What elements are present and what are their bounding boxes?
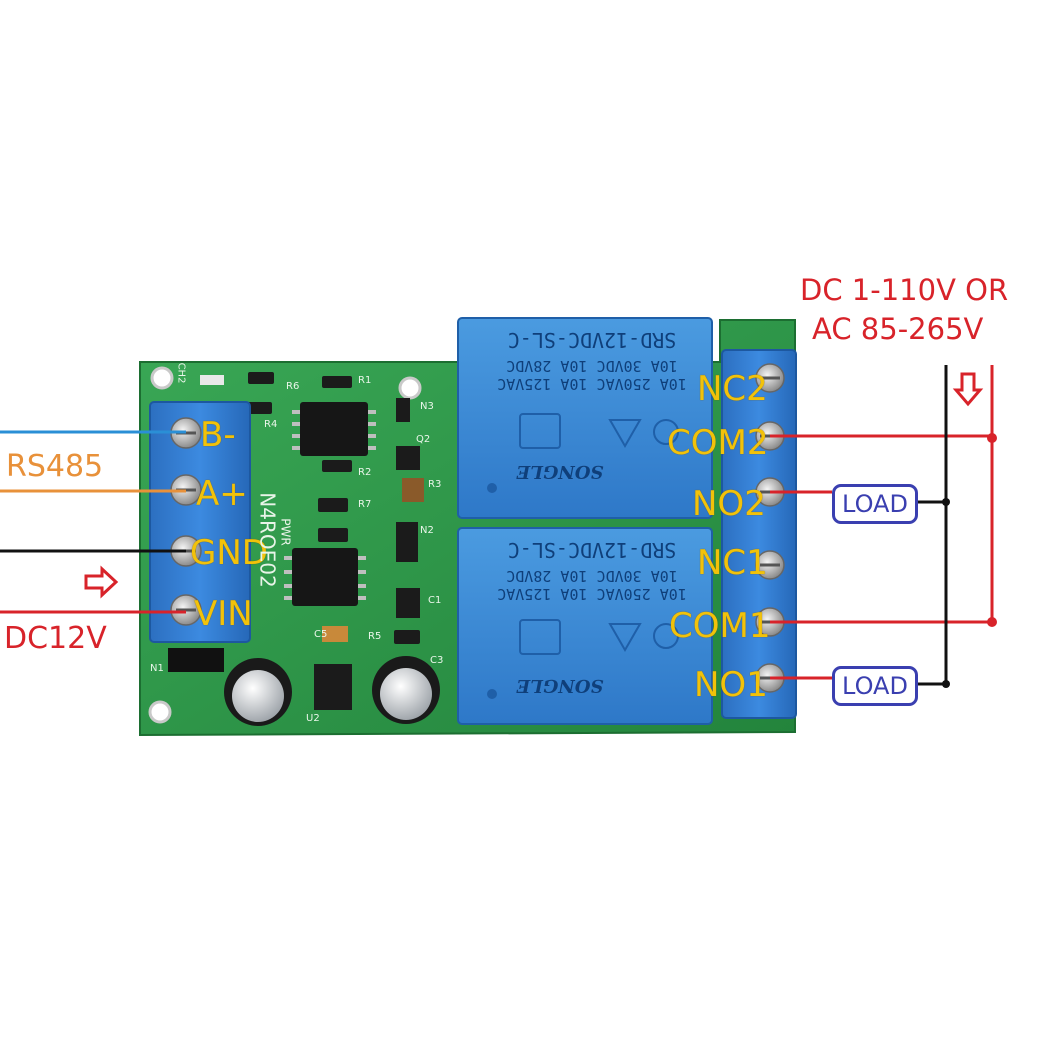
relay-2-rating-a: 10A 250VAC 10A 125VAC	[497, 375, 687, 393]
silk-c1: C1	[428, 595, 442, 606]
silk-r5: R5	[368, 631, 382, 642]
silk-r2: R2	[358, 467, 372, 478]
load-box-2: LOAD	[832, 484, 918, 524]
supply-label-line2: AC 85-265V	[812, 312, 984, 346]
silk-u2: U2	[306, 713, 320, 724]
pin-label-nc1: NC1	[697, 543, 768, 583]
mounting-hole	[150, 366, 174, 390]
load-box-1: LOAD	[832, 666, 918, 706]
pin-label-gnd: GND	[190, 533, 268, 573]
pin-label-nc2: NC2	[697, 369, 768, 409]
rs485-label: RS485	[6, 449, 104, 484]
relay-2-brand: SONGLE	[516, 461, 604, 482]
capacitors	[224, 656, 440, 726]
relay-1-model: SRD-12VDC-SL-C	[507, 538, 677, 562]
relay-1	[457, 527, 713, 725]
pin-label-no2: NO2	[692, 484, 766, 524]
relay-1-brand: SONGLE	[516, 675, 604, 696]
wire-junctions	[942, 433, 997, 688]
silk-c3: C3	[430, 655, 444, 666]
relay-2-model: SRD-12VDC-SL-C	[507, 328, 677, 352]
silk-r1: R1	[358, 375, 372, 386]
silk-r3: R3	[428, 479, 442, 490]
ic-chips	[284, 402, 376, 606]
silk-n2: N2	[420, 525, 434, 536]
silk-q2: Q2	[416, 434, 431, 445]
pin-label-com2: COM2	[667, 423, 769, 463]
supply-arrow-icon	[952, 372, 984, 407]
smd-components	[200, 372, 424, 710]
pin-label-b-minus: B-	[200, 415, 236, 455]
silk-r7: R7	[358, 499, 372, 510]
pin-label-vin: VIN	[194, 594, 253, 634]
pin-label-a-plus: A+	[196, 474, 248, 514]
pin-label-no1: NO1	[694, 665, 768, 705]
board-pwr-silkscreen: PWR	[278, 518, 293, 546]
output-terminal-block	[721, 349, 797, 719]
silk-r6: R6	[286, 381, 300, 392]
board-model-silkscreen: N4ROE02	[255, 492, 280, 588]
dc12v-label: DC12V	[4, 621, 107, 656]
silk-c5: C5	[314, 629, 328, 640]
relay-1-rating-b: 10A 30VDC 10A 28VDC	[506, 567, 678, 585]
relay-2-rating-b: 10A 30VDC 10A 28VDC	[506, 357, 678, 375]
silk-ch2: CH2	[175, 362, 187, 384]
supply-label-line1: DC 1-110V OR	[800, 273, 1009, 307]
pin-label-com1: COM1	[669, 606, 771, 646]
silk-r4: R4	[264, 419, 278, 430]
silk-n3: N3	[420, 401, 434, 412]
input-wires	[0, 430, 186, 614]
mounting-hole	[398, 376, 422, 400]
relay-2	[457, 317, 713, 519]
silk-n1: N1	[150, 663, 164, 674]
output-wires	[770, 365, 994, 686]
mounting-hole	[148, 700, 172, 724]
relay-1-rating-a: 10A 250VAC 10A 125VAC	[497, 585, 687, 603]
input-arrow-icon	[84, 565, 119, 599]
